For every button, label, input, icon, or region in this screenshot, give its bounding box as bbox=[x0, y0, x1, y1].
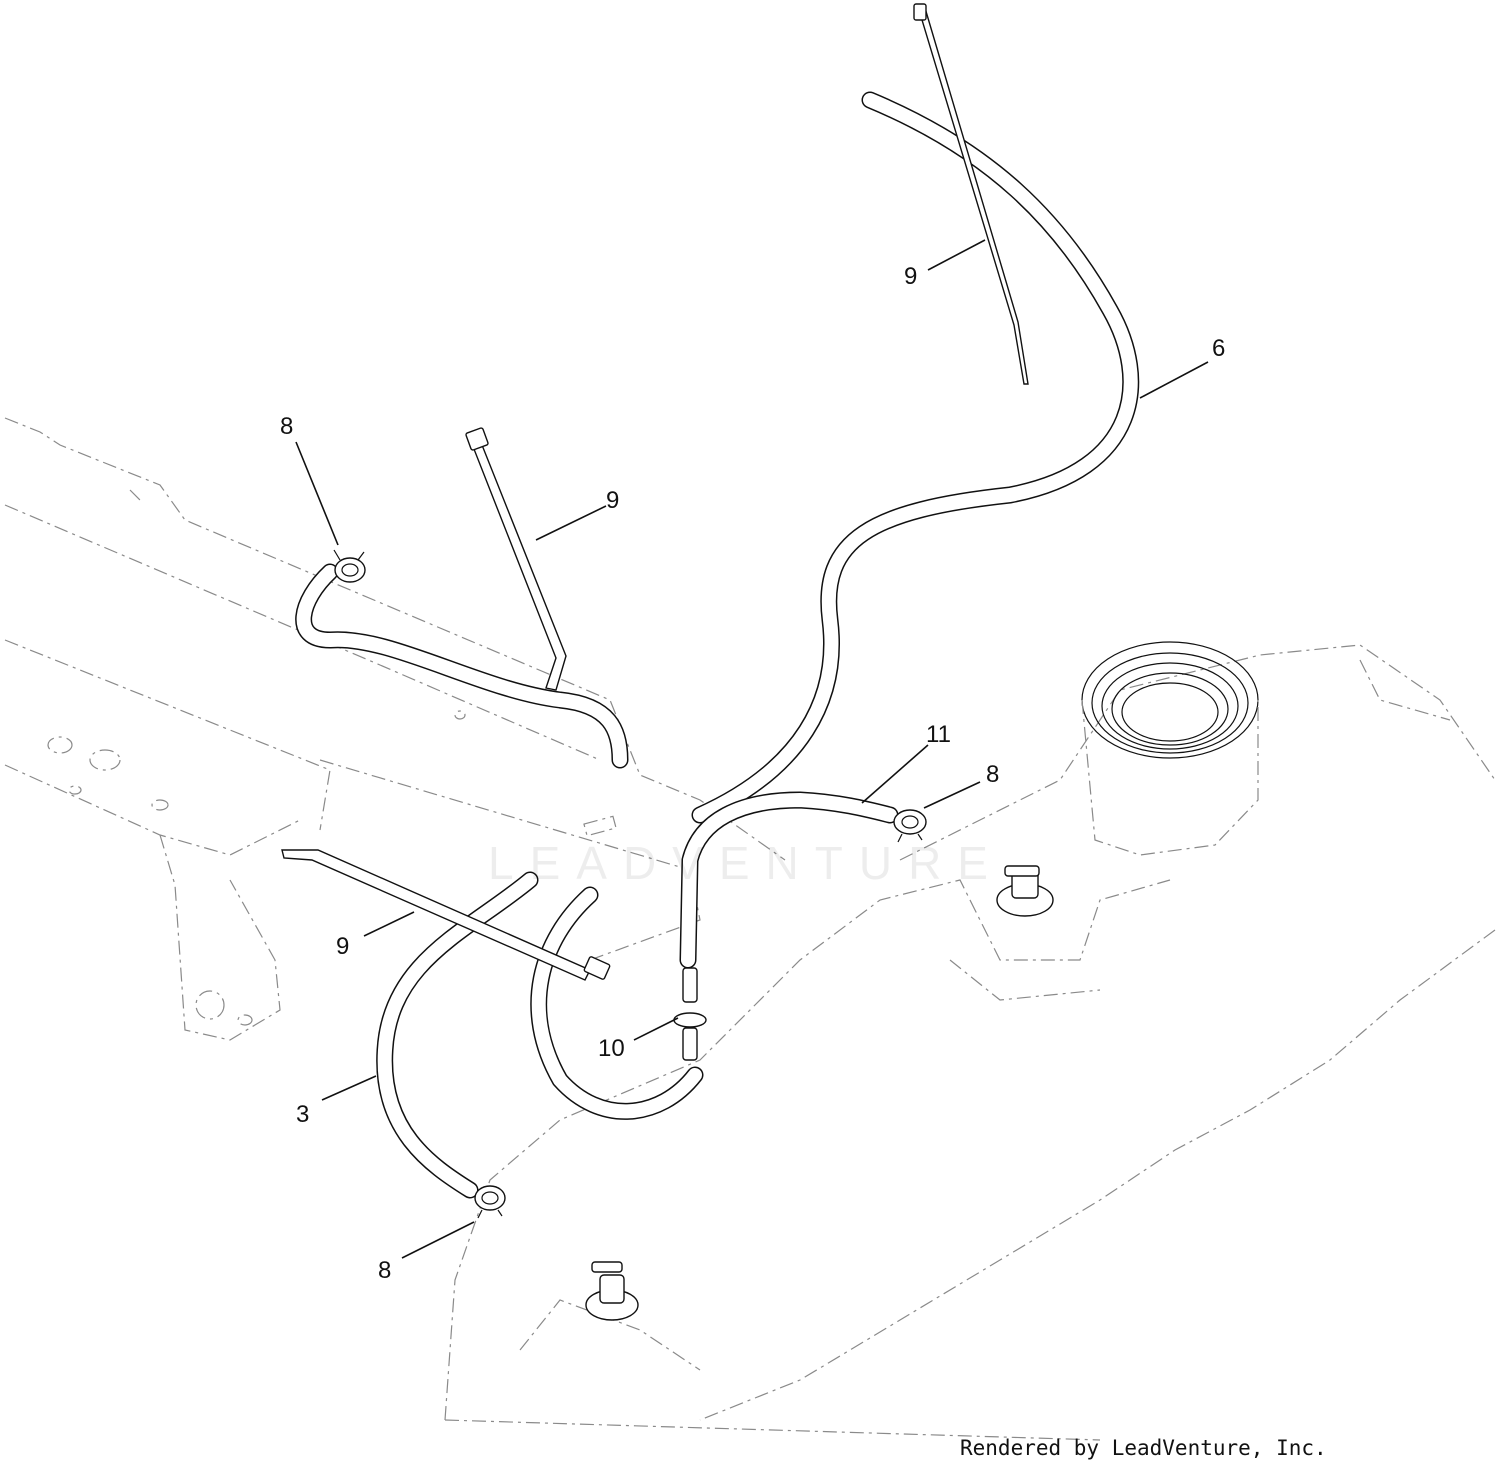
callout-9-lower: 9 bbox=[336, 933, 349, 960]
hose-clamp-upper-left bbox=[333, 549, 366, 583]
tank-fitting-upper bbox=[996, 865, 1054, 917]
callout-11: 11 bbox=[926, 721, 951, 748]
hose-3 bbox=[376, 871, 539, 1199]
hose-clamp-right bbox=[893, 809, 927, 843]
callout-6: 6 bbox=[1212, 335, 1225, 362]
zip-tie-upper bbox=[913, 3, 1029, 385]
frame-phantom-outline bbox=[4, 417, 786, 1041]
hose-clamp-lower bbox=[474, 1185, 506, 1219]
zip-tie-middle bbox=[465, 427, 567, 691]
fuel-filler-neck bbox=[1081, 641, 1259, 856]
watermark: LEADVENTURE bbox=[488, 837, 1004, 889]
hose-upper-left bbox=[295, 563, 629, 769]
tank-fitting-lower bbox=[585, 1261, 639, 1321]
callout-9-upper: 9 bbox=[904, 263, 917, 290]
callout-8-upper-left: 8 bbox=[280, 413, 293, 440]
hose-11 bbox=[679, 791, 899, 969]
callout-8-right: 8 bbox=[986, 761, 999, 788]
leader-lines bbox=[295, 239, 1209, 1259]
callout-10: 10 bbox=[598, 1035, 625, 1062]
callout-3: 3 bbox=[296, 1101, 309, 1128]
callout-labels: 9 6 8 9 11 8 9 10 3 8 bbox=[280, 263, 1225, 1284]
hose-lower-loop bbox=[530, 886, 704, 1120]
hose-6 bbox=[691, 91, 1140, 824]
zip-tie-lower bbox=[281, 849, 611, 981]
fitting-10 bbox=[673, 967, 707, 1061]
callout-8-lower: 8 bbox=[378, 1257, 391, 1284]
callout-9-middle: 9 bbox=[606, 487, 619, 514]
render-credit: Rendered by LeadVenture, Inc. bbox=[960, 1436, 1327, 1460]
